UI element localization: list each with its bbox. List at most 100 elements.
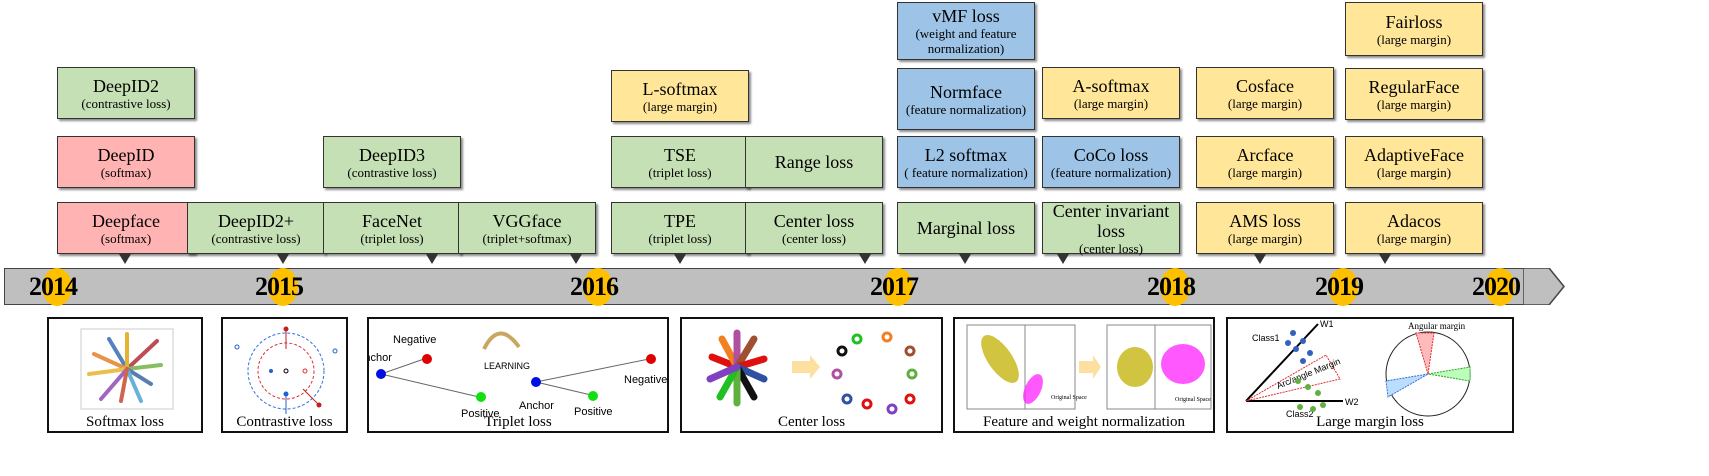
year-label: 2018 xyxy=(1147,272,1196,301)
anchor-label: Anchor xyxy=(369,352,392,364)
method-loss-type: (large margin) xyxy=(1073,95,1149,111)
method-box: Center loss(center loss) xyxy=(745,202,883,254)
large-margin-illustration: Arc/angle Margin W1 W2 Class1 Class2 Ang… xyxy=(1245,319,1471,419)
method-loss-type: (triplet loss) xyxy=(360,230,424,246)
year-label: 2017 xyxy=(870,272,919,301)
panel-caption: Contrastive loss xyxy=(236,414,333,430)
method-name: DeepID xyxy=(97,144,155,165)
w2-label: W2 xyxy=(1345,397,1359,407)
center-loss-illustration xyxy=(706,329,918,415)
contrastive-illustration xyxy=(234,326,338,414)
space-label: Original Space xyxy=(1051,395,1087,401)
method-box: Center invariant loss(center loss) xyxy=(1042,200,1180,256)
method-loss-type: (triplet loss) xyxy=(648,164,712,180)
panel-caption: Center loss xyxy=(777,414,846,430)
callout-pointer xyxy=(959,254,971,264)
year-marker-dot xyxy=(1485,268,1515,306)
year-marker-dot xyxy=(268,268,298,306)
callout-pointer xyxy=(859,254,871,264)
callout-pointer xyxy=(1057,254,1069,264)
method-name: RegularFace xyxy=(1368,76,1460,97)
method-name: L2 softmax xyxy=(924,144,1008,165)
year-marker-dot xyxy=(42,268,72,306)
angular-margin-label: Angular margin xyxy=(1408,321,1466,331)
method-box: VGGface(triplet+softmax) xyxy=(458,202,596,254)
method-box: L-softmax(large margin) xyxy=(611,70,749,122)
panel-feature-weight-normalization: Original Space Original Space Feature an… xyxy=(953,317,1215,433)
method-name: L-softmax xyxy=(642,78,718,99)
method-box: L2 softmax( feature normalization) xyxy=(897,136,1035,188)
year-label: 2020 xyxy=(1472,272,1521,301)
year-label: 2019 xyxy=(1315,272,1364,301)
method-name: A-softmax xyxy=(1072,75,1150,96)
callout-pointer xyxy=(426,254,438,264)
method-name: FaceNet xyxy=(362,210,422,231)
method-loss-type: (contrastive loss) xyxy=(347,164,437,180)
year-marker-dot xyxy=(1160,268,1190,306)
panel-center-loss: Center loss xyxy=(680,317,943,433)
method-loss-type: (softmax) xyxy=(100,164,152,180)
positive-label-2: Positive xyxy=(574,406,613,418)
method-name: VGGface xyxy=(492,210,562,231)
method-box: DeepID2(contrastive loss) xyxy=(57,67,195,119)
method-box: Cosface(large margin) xyxy=(1196,67,1334,119)
callout-pointer xyxy=(570,254,582,264)
panel-caption: Softmax loss xyxy=(86,414,164,430)
method-box: FaceNet(triplet loss) xyxy=(323,202,461,254)
normalization-illustration: Original Space Original Space xyxy=(966,324,1212,410)
method-loss-type: (large margin) xyxy=(1376,96,1452,112)
method-box: Arcface(large margin) xyxy=(1196,136,1334,188)
method-box: Normface(feature normalization) xyxy=(897,68,1035,130)
space-label-2: Original Space xyxy=(1175,397,1211,403)
method-loss-type: (large margin) xyxy=(1376,31,1452,47)
method-box: Range loss xyxy=(745,136,883,188)
method-box: Deepface(softmax) xyxy=(57,202,195,254)
method-loss-type: (large margin) xyxy=(1376,230,1452,246)
negative-label-2: Negative xyxy=(624,374,667,386)
class1-label: Class1 xyxy=(1252,333,1280,343)
callout-pointer xyxy=(674,254,686,264)
method-loss-type: (large margin) xyxy=(1227,230,1303,246)
callout-pointer xyxy=(1379,254,1391,264)
method-name: TSE xyxy=(663,144,696,165)
method-name: DeepID3 xyxy=(359,144,425,165)
method-name: DeepID2 xyxy=(93,75,159,96)
method-loss-type: (triplet+softmax) xyxy=(482,230,572,246)
year-label: 2014 xyxy=(29,272,78,301)
method-name: vMF loss xyxy=(932,6,1000,26)
method-box: A-softmax(large margin) xyxy=(1042,67,1180,119)
method-loss-type: (feature normalization) xyxy=(1050,164,1172,180)
method-loss-type: ( feature normalization) xyxy=(904,164,1028,180)
method-box: RegularFace(large margin) xyxy=(1345,68,1483,120)
method-name: Cosface xyxy=(1236,75,1294,96)
panel-caption: Triplet loss xyxy=(484,414,552,430)
anchor-label-2: Anchor xyxy=(519,400,554,412)
method-loss-type: (large margin) xyxy=(1227,95,1303,111)
panel-caption: Large margin loss xyxy=(1316,414,1424,430)
w1-label: W1 xyxy=(1320,319,1334,329)
negative-label: Negative xyxy=(393,334,436,346)
method-box: AMS loss(large margin) xyxy=(1196,202,1334,254)
callout-pointer xyxy=(119,254,131,264)
method-loss-type: (large margin) xyxy=(642,98,718,114)
method-box: AdaptiveFace(large margin) xyxy=(1345,136,1483,188)
method-box: TSE(triplet loss) xyxy=(611,136,749,188)
method-box: CoCo loss(feature normalization) xyxy=(1042,136,1180,188)
method-loss-type: (center loss) xyxy=(782,230,846,246)
method-name: Marginal loss xyxy=(916,218,1016,238)
panel-triplet-loss: Anchor Negative Positive LEARNING Anchor… xyxy=(367,317,669,433)
class2-label: Class2 xyxy=(1286,409,1314,419)
year-marker-dot xyxy=(883,268,913,306)
callout-pointer xyxy=(277,254,289,264)
method-loss-type: (center loss) xyxy=(1079,240,1143,256)
method-box: TPE(triplet loss) xyxy=(611,202,749,254)
panel-caption: Feature and weight normalization xyxy=(982,414,1186,430)
method-loss-type: (feature normalization) xyxy=(905,101,1027,117)
method-name: Range loss xyxy=(774,152,854,172)
method-name: Center loss xyxy=(773,210,855,231)
learning-label: LEARNING xyxy=(484,361,530,371)
method-box: Adacos(large margin) xyxy=(1345,202,1483,254)
method-loss-type: (large margin) xyxy=(1227,164,1303,180)
method-name: Center invariant loss xyxy=(1052,200,1170,241)
method-name: AdaptiveFace xyxy=(1364,144,1464,165)
